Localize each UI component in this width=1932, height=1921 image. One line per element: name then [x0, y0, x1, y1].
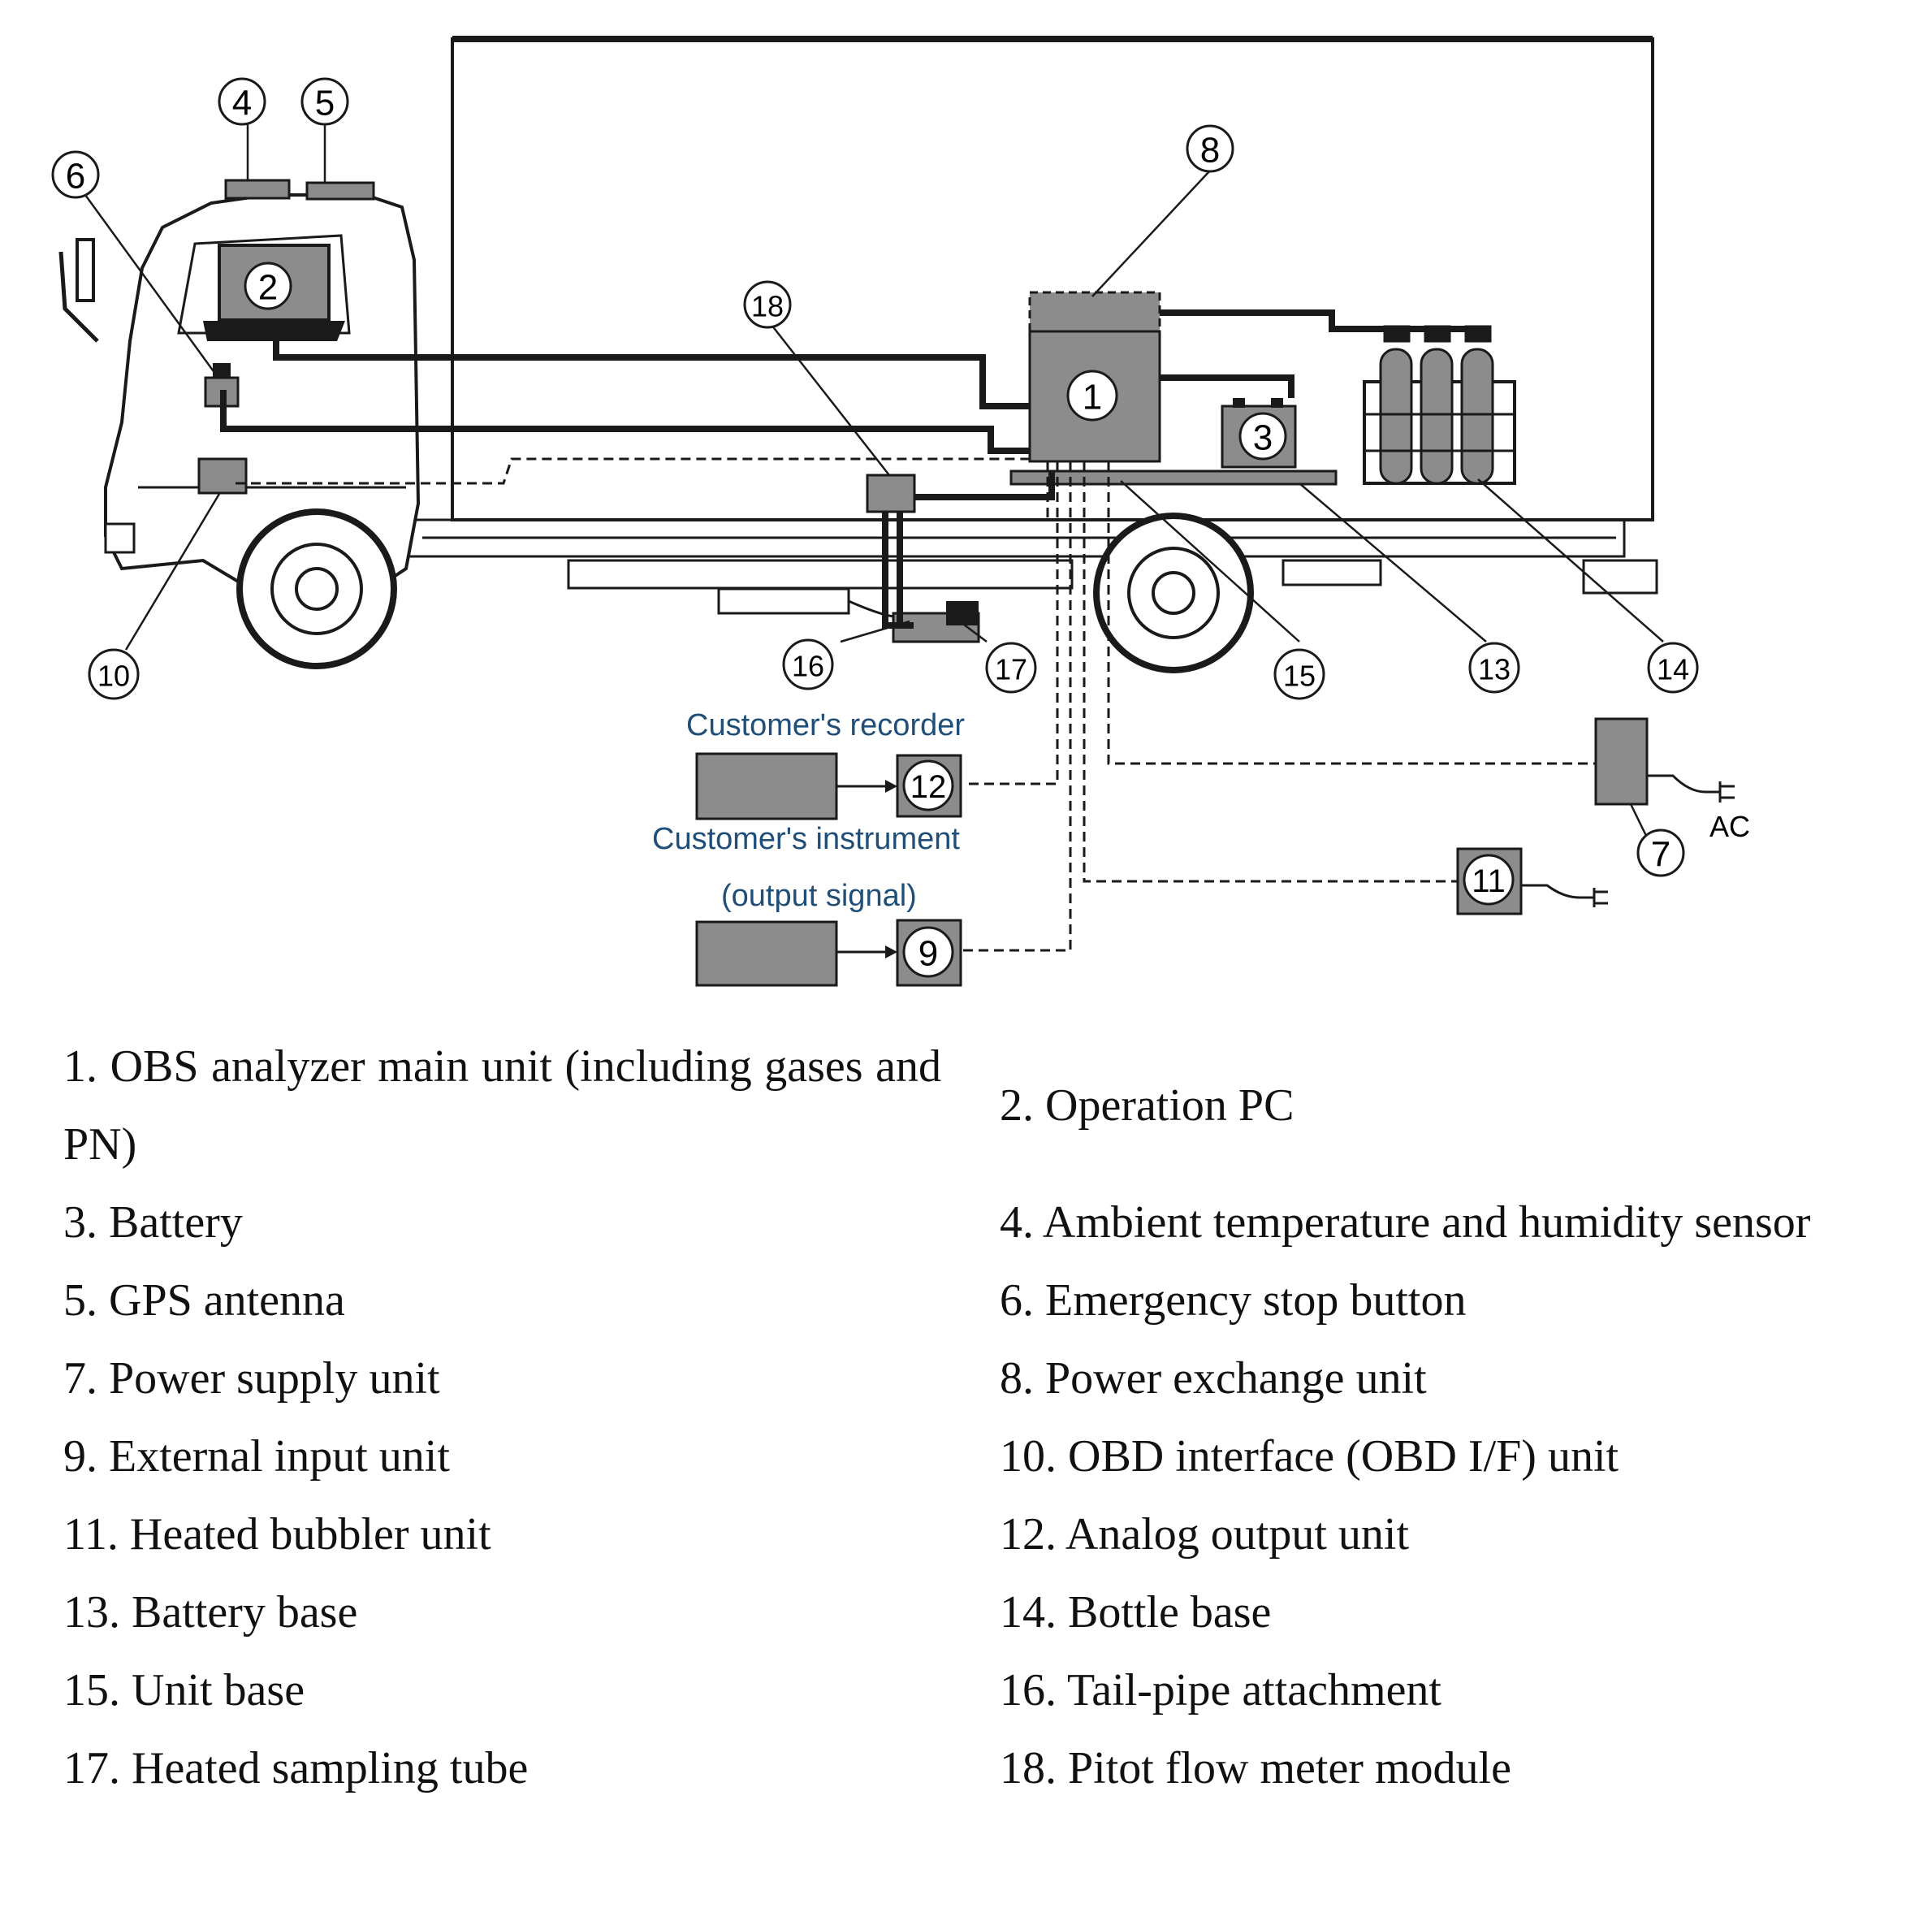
ambient-sensor-device [224, 179, 291, 200]
gps-antenna-device [305, 181, 375, 201]
customer-instrument-device [695, 920, 838, 987]
pitot-flow-meter-device [866, 474, 916, 513]
callout-15-text: 15 [1283, 660, 1316, 693]
legend-item: 5. GPS antenna [63, 1275, 345, 1326]
callout-9 [902, 926, 954, 978]
legend-item: 6. Emergency stop button [1000, 1275, 1467, 1326]
legend-item: 12. Analog output unit [1000, 1509, 1409, 1560]
front-wheel [236, 508, 397, 669]
callout-11 [1463, 854, 1515, 906]
callouts [51, 77, 1699, 978]
signal-lines [236, 457, 1596, 952]
callout-16 [782, 638, 834, 690]
legend-item: 16. Tail-pipe attachment [1000, 1665, 1441, 1715]
customer-instrument-label: Customer's instrument [652, 822, 960, 856]
callout-13 [1468, 642, 1520, 694]
ac-plug-icon [1647, 774, 1735, 803]
callout-5-text: 5 [315, 84, 335, 123]
legend-item: 3. Battery [63, 1197, 243, 1248]
power-supply-device [1594, 717, 1649, 806]
gas-bottles-device [1363, 325, 1516, 485]
power-cables [220, 309, 1470, 629]
callout-2 [244, 262, 292, 310]
callout-5 [300, 77, 349, 126]
callout-8 [1186, 124, 1234, 173]
component-legend: 1. OBS analyzer main unit (including gas… [63, 1028, 1907, 1807]
legend-item: 15. Unit base [63, 1665, 305, 1715]
callout-14 [1647, 642, 1699, 694]
callout-18-text: 18 [751, 290, 784, 323]
callout-2-text: 2 [258, 268, 278, 308]
legend-item: 17. Heated sampling tube [63, 1743, 529, 1793]
truck-setup-diagram: AC Customer's recorder Customer's instru… [51, 36, 1750, 987]
legend-item: 14. Bottle base [1000, 1587, 1272, 1638]
callout-1-text: 1 [1083, 378, 1102, 418]
output-signal-label: (output signal) [721, 879, 917, 913]
callout-18 [743, 280, 792, 329]
battery-terminal-icon [1271, 398, 1283, 408]
callout-7-text: 7 [1651, 835, 1671, 875]
callout-10 [88, 648, 140, 700]
callout-7 [1636, 829, 1685, 877]
legend-item: 2. Operation PC [1000, 1080, 1294, 1131]
callout-16-text: 16 [792, 650, 824, 683]
callout-15 [1273, 648, 1325, 700]
customer-recorder-label: Customer's recorder [686, 708, 965, 742]
callout-11-text: 11 [1472, 863, 1506, 899]
legend-item: 9. External input unit [63, 1431, 450, 1482]
callout-17-text: 17 [995, 653, 1027, 686]
callout-1 [1066, 370, 1118, 422]
callout-17 [985, 642, 1037, 694]
callout-6 [51, 150, 100, 199]
callout-4 [218, 77, 266, 126]
customer-recorder-device [695, 752, 838, 820]
callout-3 [1238, 412, 1287, 461]
arrow-icon [836, 780, 897, 793]
callout-4-text: 4 [232, 84, 252, 123]
plug-icon [1521, 884, 1608, 907]
sampling-tube-head-icon [946, 601, 979, 625]
legend-item: 7. Power supply unit [63, 1353, 440, 1404]
callout-10-text: 10 [97, 660, 130, 693]
legend-item: 18. Pitot flow meter module [1000, 1743, 1511, 1793]
callout-3-text: 3 [1253, 418, 1273, 458]
callout-13-text: 13 [1478, 653, 1511, 686]
ac-label: AC [1709, 810, 1750, 843]
truck-chassis [388, 518, 1658, 619]
callout-12 [902, 759, 954, 811]
unit-base-device [1009, 469, 1338, 486]
power-exchange-device [1028, 291, 1161, 333]
callout-6-text: 6 [66, 157, 85, 197]
callout-14-text: 14 [1657, 653, 1689, 686]
rear-wheel [1093, 513, 1254, 673]
callout-leaders [84, 122, 1664, 842]
battery-terminal-icon [1233, 398, 1245, 408]
obd-interface-device [197, 457, 248, 495]
callout-9-text: 9 [918, 934, 938, 974]
callout-12-text: 12 [910, 769, 947, 805]
legend-item: 10. OBD interface (OBD I/F) unit [1000, 1431, 1619, 1482]
legend-item: 1. OBS analyzer main unit (including gas… [63, 1041, 941, 1170]
legend-item: 13. Battery base [63, 1587, 358, 1638]
legend-item: 11. Heated bubbler unit [63, 1509, 491, 1560]
legend-item: 4. Ambient temperature and humidity sens… [1000, 1197, 1811, 1248]
callout-8-text: 8 [1200, 131, 1220, 171]
legend-item: 8. Power exchange unit [1000, 1353, 1427, 1404]
arrow-icon [836, 945, 897, 958]
